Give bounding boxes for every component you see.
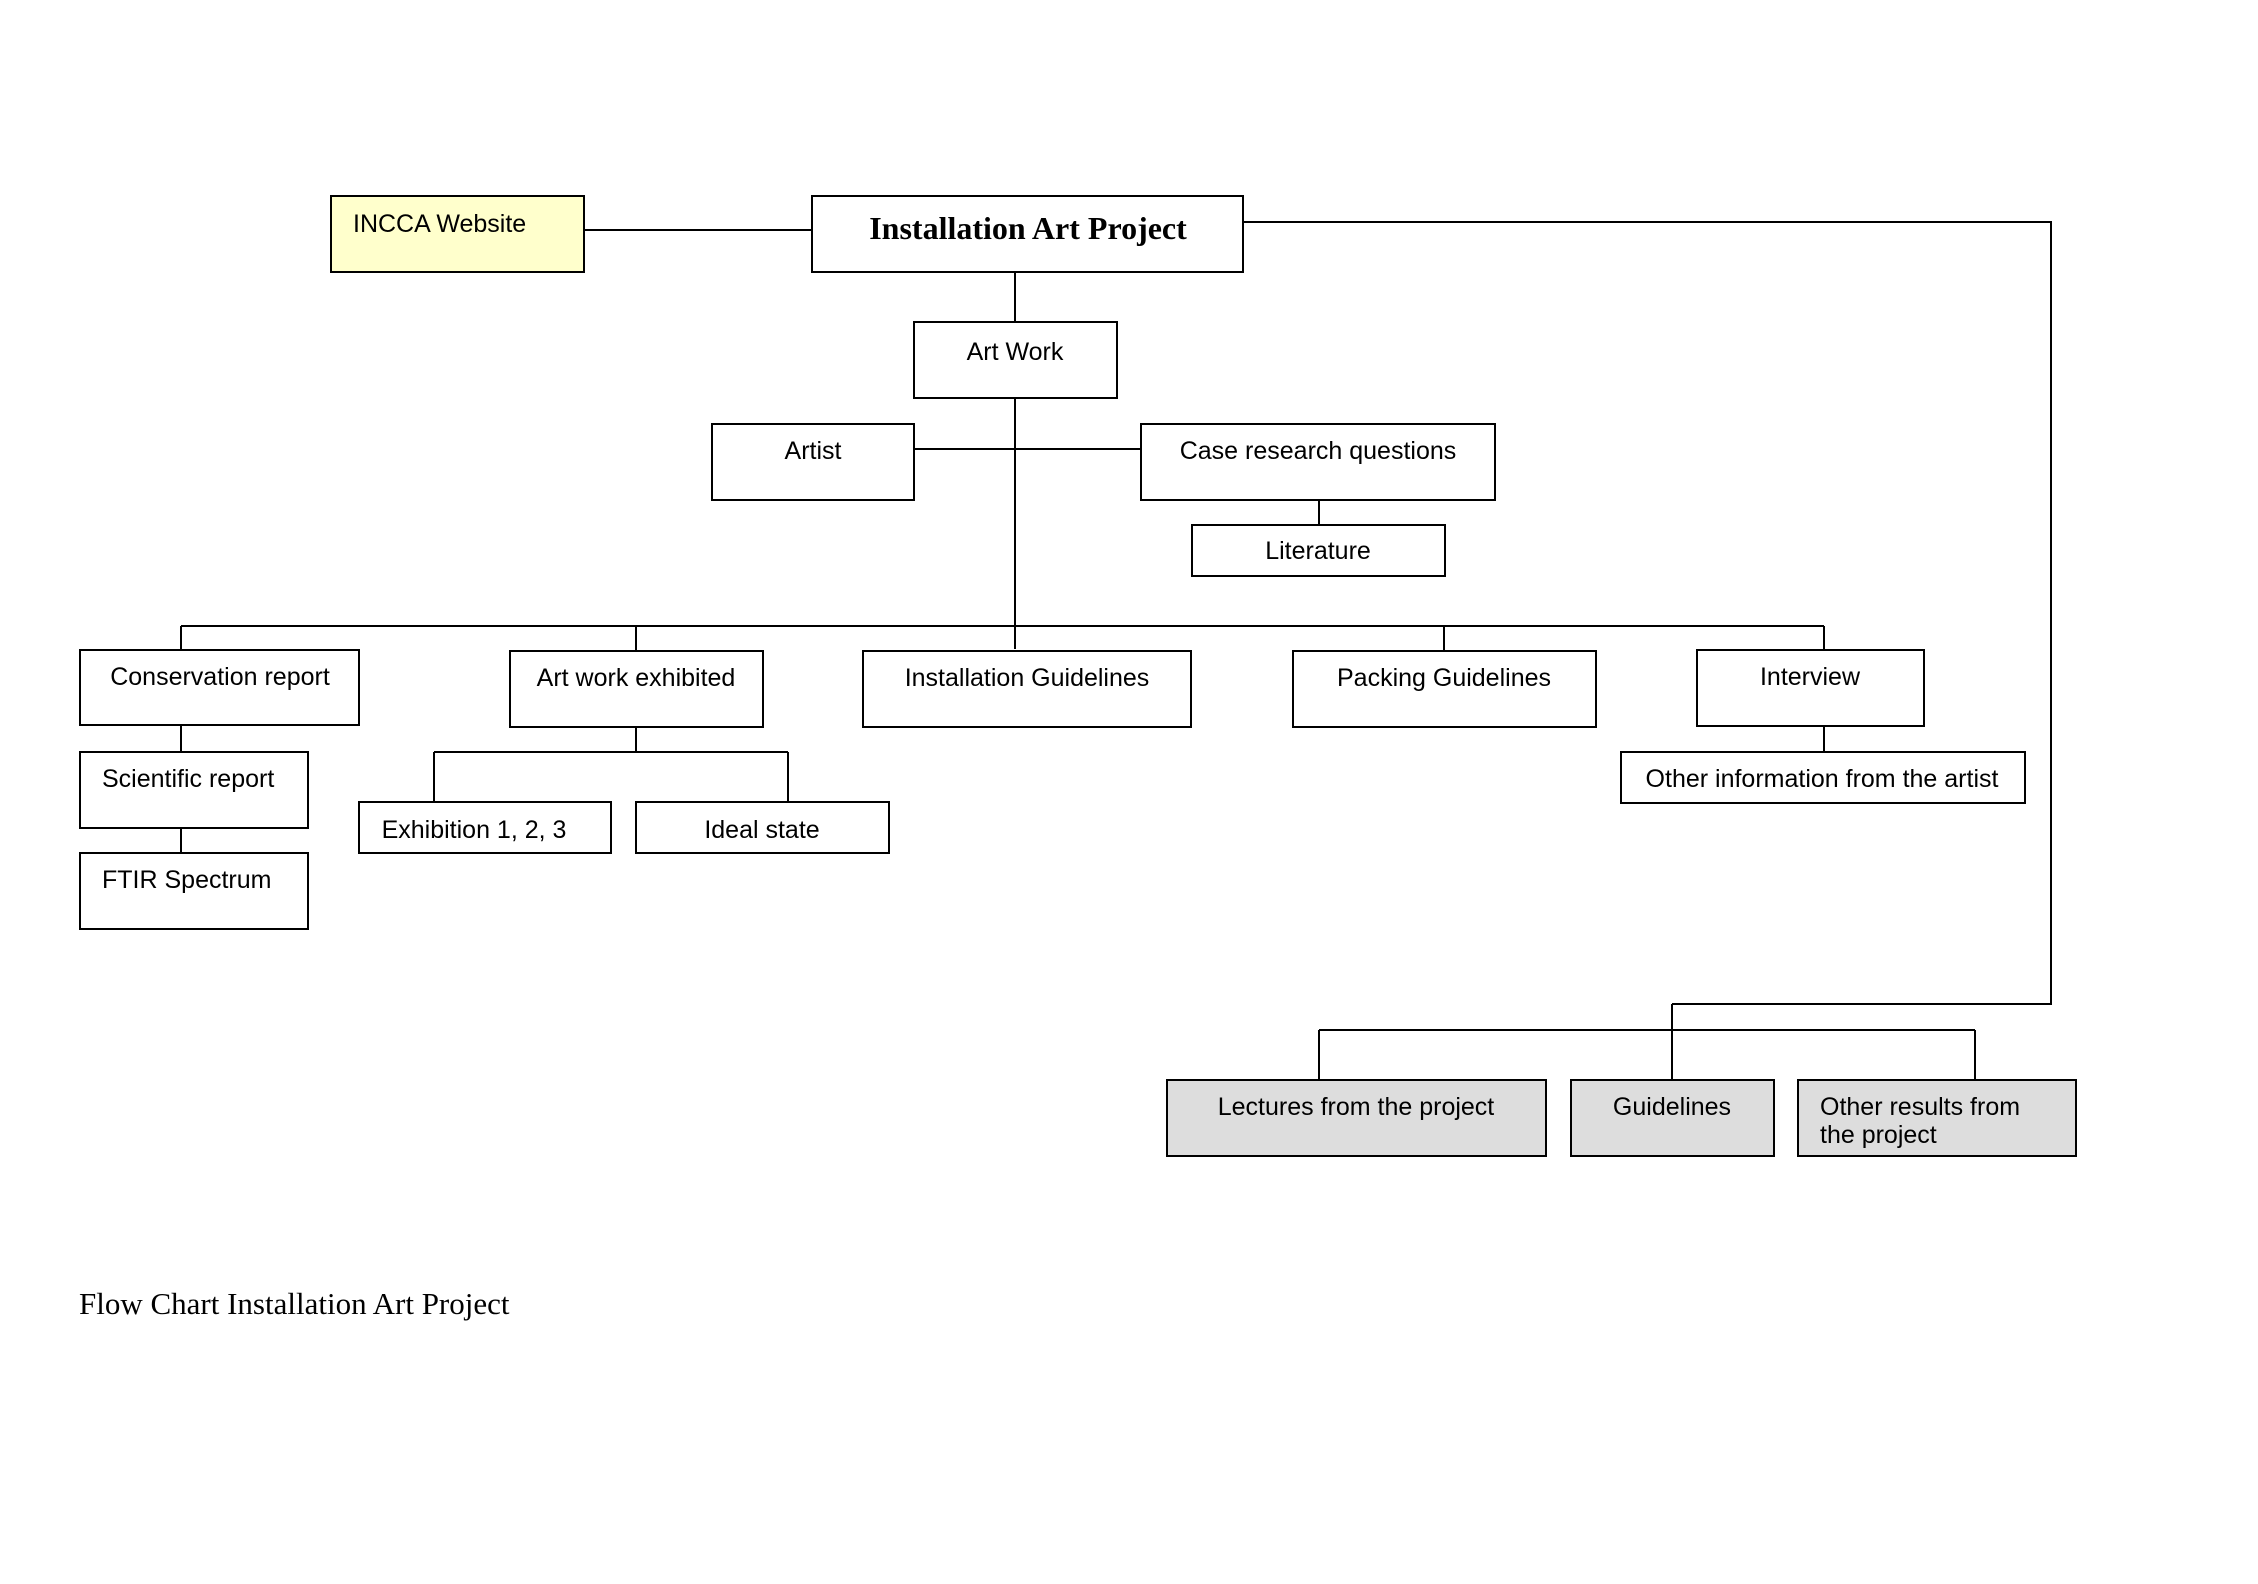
node-lectures: Lectures from the project	[1166, 1079, 1547, 1157]
node-label: Literature	[1265, 537, 1371, 565]
node-label: Ideal state	[704, 816, 819, 844]
node-conservation-report: Conservation report	[79, 649, 360, 726]
node-art-work-exhibited: Art work exhibited	[509, 650, 764, 728]
node-label: Case research questions	[1180, 437, 1457, 465]
node-ideal-state: Ideal state	[635, 801, 890, 854]
node-label-line-2: the project	[1820, 1121, 1937, 1149]
node-label: Exhibition 1, 2, 3	[382, 816, 567, 844]
node-literature: Literature	[1191, 524, 1446, 577]
node-label: Guidelines	[1613, 1093, 1731, 1121]
node-label: Installation Guidelines	[905, 664, 1150, 692]
node-label: Scientific report	[102, 765, 274, 793]
node-label: Artist	[785, 437, 842, 465]
node-label: Interview	[1760, 663, 1861, 691]
node-installation-guidelines: Installation Guidelines	[862, 650, 1192, 728]
edge-root-results	[1243, 221, 2052, 1005]
node-label-line-1: Other results from	[1820, 1093, 2020, 1121]
node-label: Art work exhibited	[537, 664, 736, 692]
node-case-research-questions: Case research questions	[1140, 423, 1496, 501]
node-label: Packing Guidelines	[1337, 664, 1551, 692]
node-scientific-report: Scientific report	[79, 751, 309, 829]
figure-caption: Flow Chart Installation Art Project	[79, 1286, 510, 1321]
node-label: Other information from the artist	[1646, 765, 1999, 793]
node-art-work: Art Work	[913, 321, 1118, 399]
node-label: Installation Art Project	[869, 210, 1187, 246]
node-label: Conservation report	[110, 663, 330, 691]
node-exhibition: Exhibition 1, 2, 3	[358, 801, 612, 854]
node-label: Art Work	[967, 338, 1064, 366]
node-installation-art-project: Installation Art Project	[811, 195, 1244, 273]
node-label: FTIR Spectrum	[102, 866, 271, 894]
node-packing-guidelines: Packing Guidelines	[1292, 650, 1597, 728]
node-other-information: Other information from the artist	[1620, 751, 2026, 804]
node-interview: Interview	[1696, 649, 1925, 727]
node-artist: Artist	[711, 423, 915, 501]
node-incca-website: INCCA Website	[330, 195, 585, 273]
node-guidelines: Guidelines	[1570, 1079, 1775, 1157]
node-label: Lectures from the project	[1218, 1093, 1495, 1121]
connectors	[180, 221, 2052, 1080]
node-ftir-spectrum: FTIR Spectrum	[79, 852, 309, 930]
node-other-results: Other results from the project	[1797, 1079, 2077, 1157]
node-label: INCCA Website	[353, 210, 526, 238]
